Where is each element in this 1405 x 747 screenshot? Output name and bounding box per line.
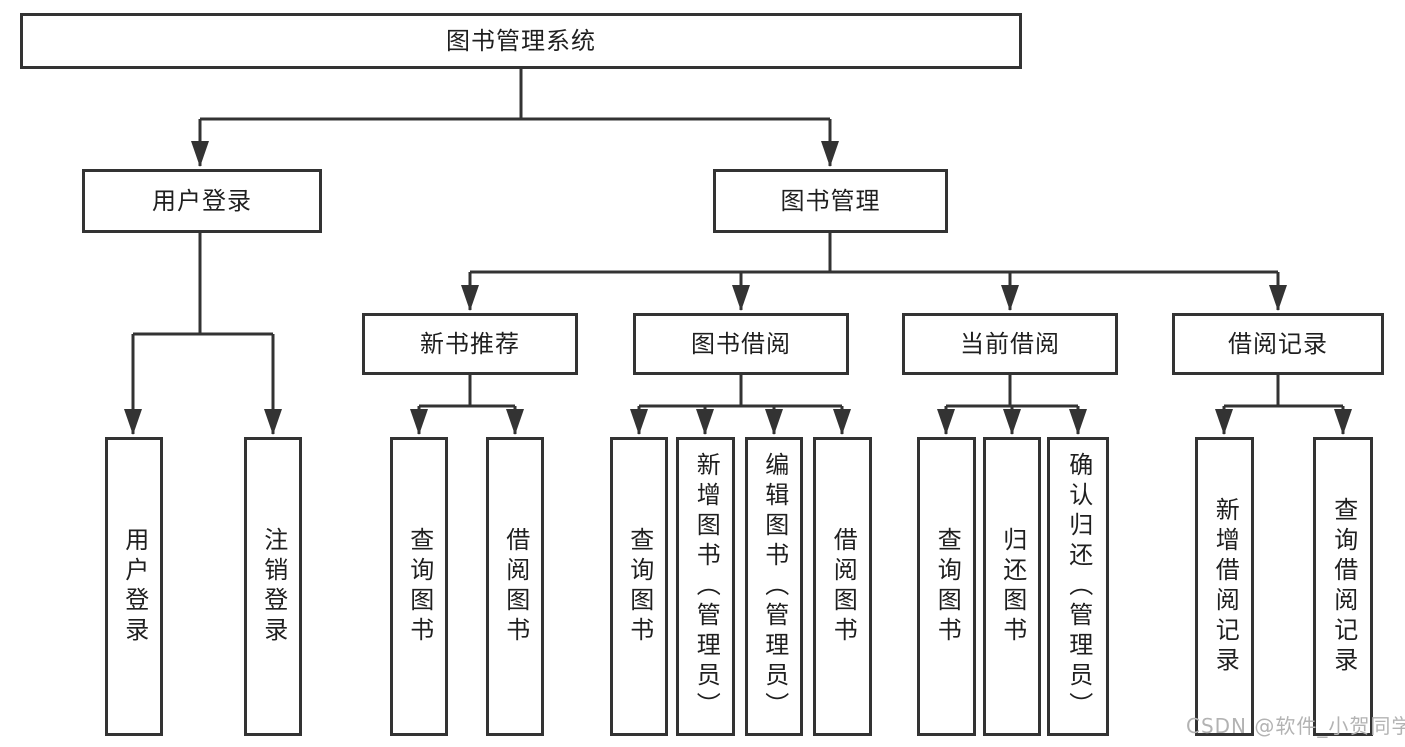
node-book-borrowing: 图书借阅: [633, 313, 849, 375]
node-new-book-recommendation: 新书推荐: [362, 313, 578, 375]
node-library-system: 图书管理系统: [20, 13, 1022, 69]
leaf-user-login: 用户登录: [105, 437, 163, 736]
node-current-borrowing: 当前借阅: [902, 313, 1118, 375]
node-book-management: 图书管理: [713, 169, 948, 233]
leaf-query-borrow-record: 查询借阅记录: [1313, 437, 1373, 736]
node-borrowing-records: 借阅记录: [1172, 313, 1384, 375]
leaf-query-books-borrowing: 查询图书: [610, 437, 668, 736]
leaf-borrow-books-borrowing: 借阅图书: [813, 437, 872, 736]
leaf-logout: 注销登录: [244, 437, 302, 736]
leaf-add-borrow-record: 新增借阅记录: [1195, 437, 1254, 736]
leaf-query-books-current: 查询图书: [917, 437, 976, 736]
leaf-query-books-recommend: 查询图书: [390, 437, 448, 736]
leaf-return-books: 归还图书: [983, 437, 1041, 736]
connector-skeleton: [133, 69, 1343, 408]
node-user-login: 用户登录: [82, 169, 322, 233]
leaf-confirm-return-admin: 确认归还（管理员）: [1047, 437, 1109, 736]
watermark: CSDN @软件_小贺同学: [1186, 714, 1405, 738]
leaf-borrow-books-recommend: 借阅图书: [486, 437, 544, 736]
leaf-add-books-admin: 新增图书（管理员）: [676, 437, 735, 736]
leaf-edit-books-admin: 编辑图书（管理员）: [745, 437, 803, 736]
connector-arrows: [124, 119, 1352, 435]
